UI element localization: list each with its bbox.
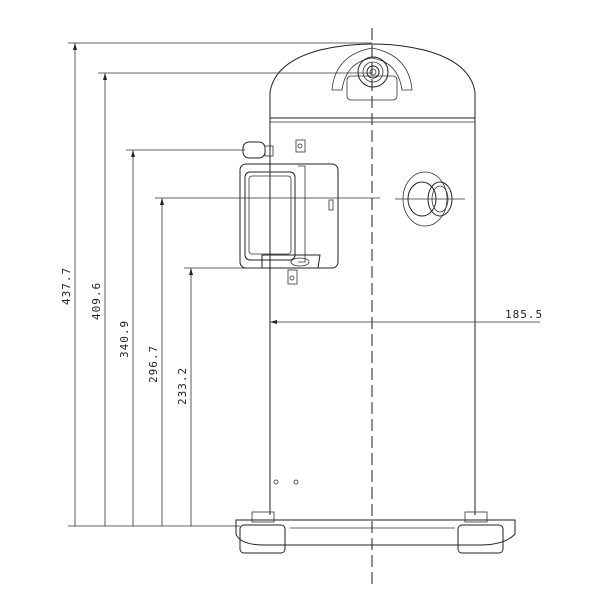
compressor-shell (269, 43, 476, 515)
side-fitting (395, 171, 465, 227)
dim-side-fitting-height: 296.7 (147, 345, 160, 383)
dim-half-width: 185.5 (505, 308, 543, 321)
dim-top-fitting-height: 409.6 (90, 282, 103, 320)
dim-terminal-box-top: 340.9 (118, 320, 131, 358)
dim-terminal-box-bottom: 233.2 (176, 367, 189, 405)
top-fitting (331, 47, 413, 101)
mounting-base (235, 479, 516, 554)
terminal-box (239, 139, 339, 285)
dim-overall-height: 437.7 (60, 267, 73, 305)
dimension-lines (68, 42, 540, 527)
